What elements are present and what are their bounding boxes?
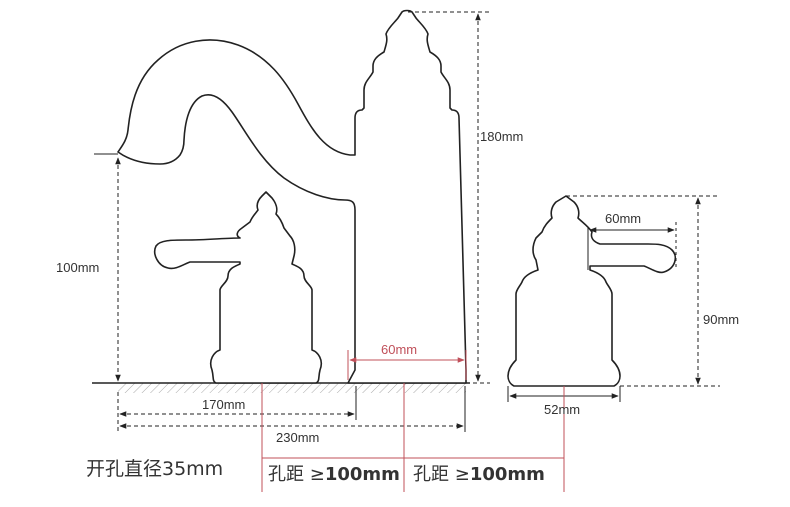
dim-90mm-label: 90mm [703, 312, 739, 327]
gte-symbol: ≥ [309, 464, 325, 485]
dim-170mm-label: 170mm [202, 397, 245, 412]
dim-lever-60mm-label: 60mm [605, 211, 641, 226]
dim-180mm-label: 180mm [480, 129, 523, 144]
hole-spacing-note-2: 孔距 ≥100mm [413, 460, 545, 486]
spacing-prefix: 孔距 [413, 464, 455, 485]
dim-230mm-label: 230mm [276, 430, 319, 445]
dim-52mm-label: 52mm [544, 402, 580, 417]
hole-spacing-note-1: 孔距 ≥100mm [268, 460, 400, 486]
dim-100mm-label: 100mm [56, 260, 99, 275]
dim-hole-60mm-label: 60mm [381, 342, 417, 357]
left-handle [153, 191, 323, 384]
spacing-value: 100mm [324, 464, 400, 485]
dimension-lines [94, 11, 720, 432]
spacing-value: 100mm [469, 464, 545, 485]
right-handle [507, 195, 677, 387]
faucet-spout-body [117, 9, 467, 384]
hole-spacing-red [261, 350, 565, 492]
spacing-prefix: 孔距 [268, 464, 310, 485]
gte-symbol: ≥ [454, 464, 470, 485]
counter-surface [92, 382, 470, 393]
hole-diameter-note: 开孔直径35mm [86, 458, 224, 480]
